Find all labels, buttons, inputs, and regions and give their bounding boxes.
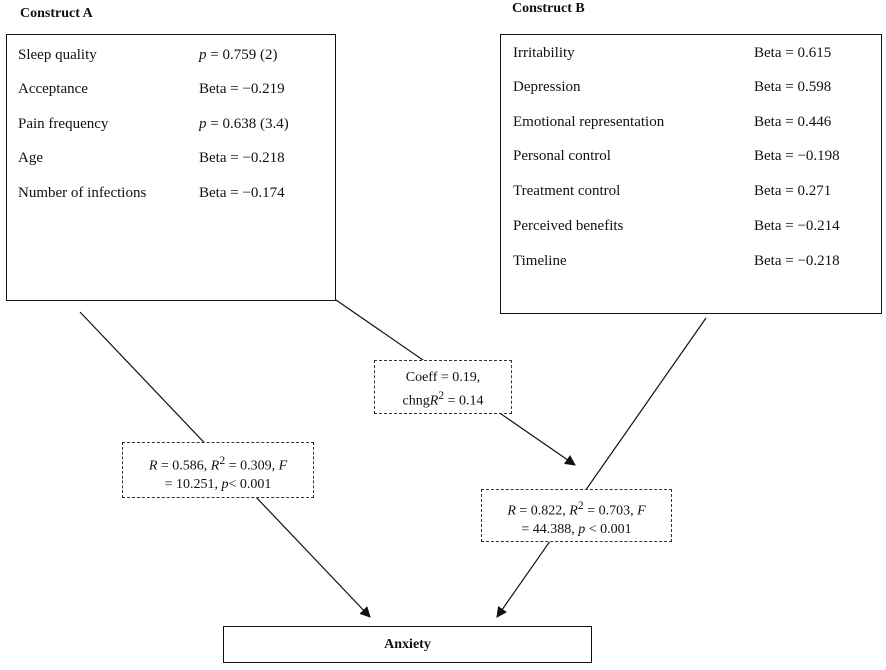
moderation-stats-note: Coeff = 0.19, chngR2 = 0.14 bbox=[374, 360, 512, 414]
row-value: Beta = 0.446 bbox=[754, 114, 832, 130]
row-value: Beta = 0.615 bbox=[754, 45, 832, 61]
row-label: Emotional representation bbox=[513, 114, 665, 130]
row-value: Beta = −0.218 bbox=[199, 150, 285, 166]
row-label: Acceptance bbox=[18, 81, 88, 97]
row-label: Pain frequency bbox=[18, 116, 109, 132]
stats-line-2: = 10.251, p< 0.001 bbox=[164, 476, 272, 492]
row-value: Beta = 0.598 bbox=[754, 79, 832, 95]
construct-a-box: Sleep quality p = 0.759 (2) Acceptance B… bbox=[6, 34, 336, 301]
row-label: Perceived benefits bbox=[513, 218, 624, 234]
stats-line-1: R = 0.586, R2 = 0.309, F bbox=[148, 454, 288, 474]
anxiety-outcome-box: Anxiety bbox=[223, 626, 592, 663]
row-value: Beta = −0.214 bbox=[754, 218, 840, 234]
row-value: Beta = −0.198 bbox=[754, 148, 840, 164]
row-label: Treatment control bbox=[513, 183, 621, 199]
row-value: p = 0.638 (3.4) bbox=[199, 116, 289, 132]
stats-line-1: R = 0.822, R2 = 0.703, F bbox=[507, 499, 646, 519]
row-label: Timeline bbox=[513, 253, 567, 269]
row-label: Sleep quality bbox=[18, 47, 97, 63]
construct-b-stats-note: R = 0.822, R2 = 0.703, F = 44.388, p < 0… bbox=[481, 489, 672, 542]
row-value: Beta = −0.219 bbox=[199, 81, 285, 97]
arrow-b-to-anxiety bbox=[496, 317, 707, 618]
row-value: p = 0.759 (2) bbox=[199, 47, 278, 63]
construct-a-stats-note: R = 0.586, R2 = 0.309, F = 10.251, p< 0.… bbox=[122, 442, 314, 498]
construct-b-box: Irritability Beta = 0.615 Depression Bet… bbox=[500, 34, 882, 314]
coeff-line: Coeff = 0.19, bbox=[405, 370, 481, 385]
construct-a-title: Construct A bbox=[20, 6, 93, 21]
stats-line-2: = 44.388, p < 0.001 bbox=[521, 521, 632, 537]
row-value: Beta = −0.218 bbox=[754, 253, 840, 269]
chng-r2-line: chngR2 = 0.14 bbox=[402, 389, 484, 409]
row-label: Age bbox=[18, 150, 43, 166]
row-value: Beta = −0.174 bbox=[199, 185, 285, 201]
row-label: Irritability bbox=[513, 45, 575, 61]
construct-b-title: Construct B bbox=[512, 1, 585, 16]
row-label: Depression bbox=[513, 79, 581, 95]
row-label: Personal control bbox=[513, 148, 611, 164]
row-value: Beta = 0.271 bbox=[754, 183, 832, 199]
row-label: Number of infections bbox=[18, 185, 147, 201]
